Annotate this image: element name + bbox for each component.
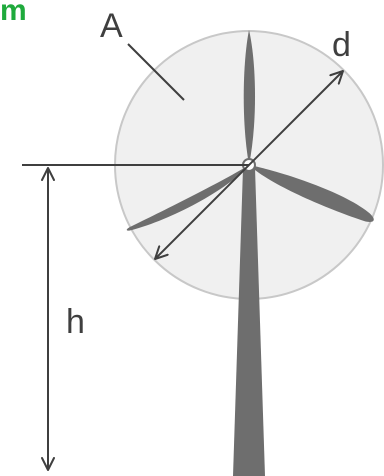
height-label: h (66, 303, 85, 341)
corner-text: m (0, 0, 27, 27)
diameter-label: d (332, 26, 351, 64)
area-label: A (100, 7, 123, 45)
diameter-arrow (154, 70, 344, 260)
area-leader-line (127, 43, 185, 101)
